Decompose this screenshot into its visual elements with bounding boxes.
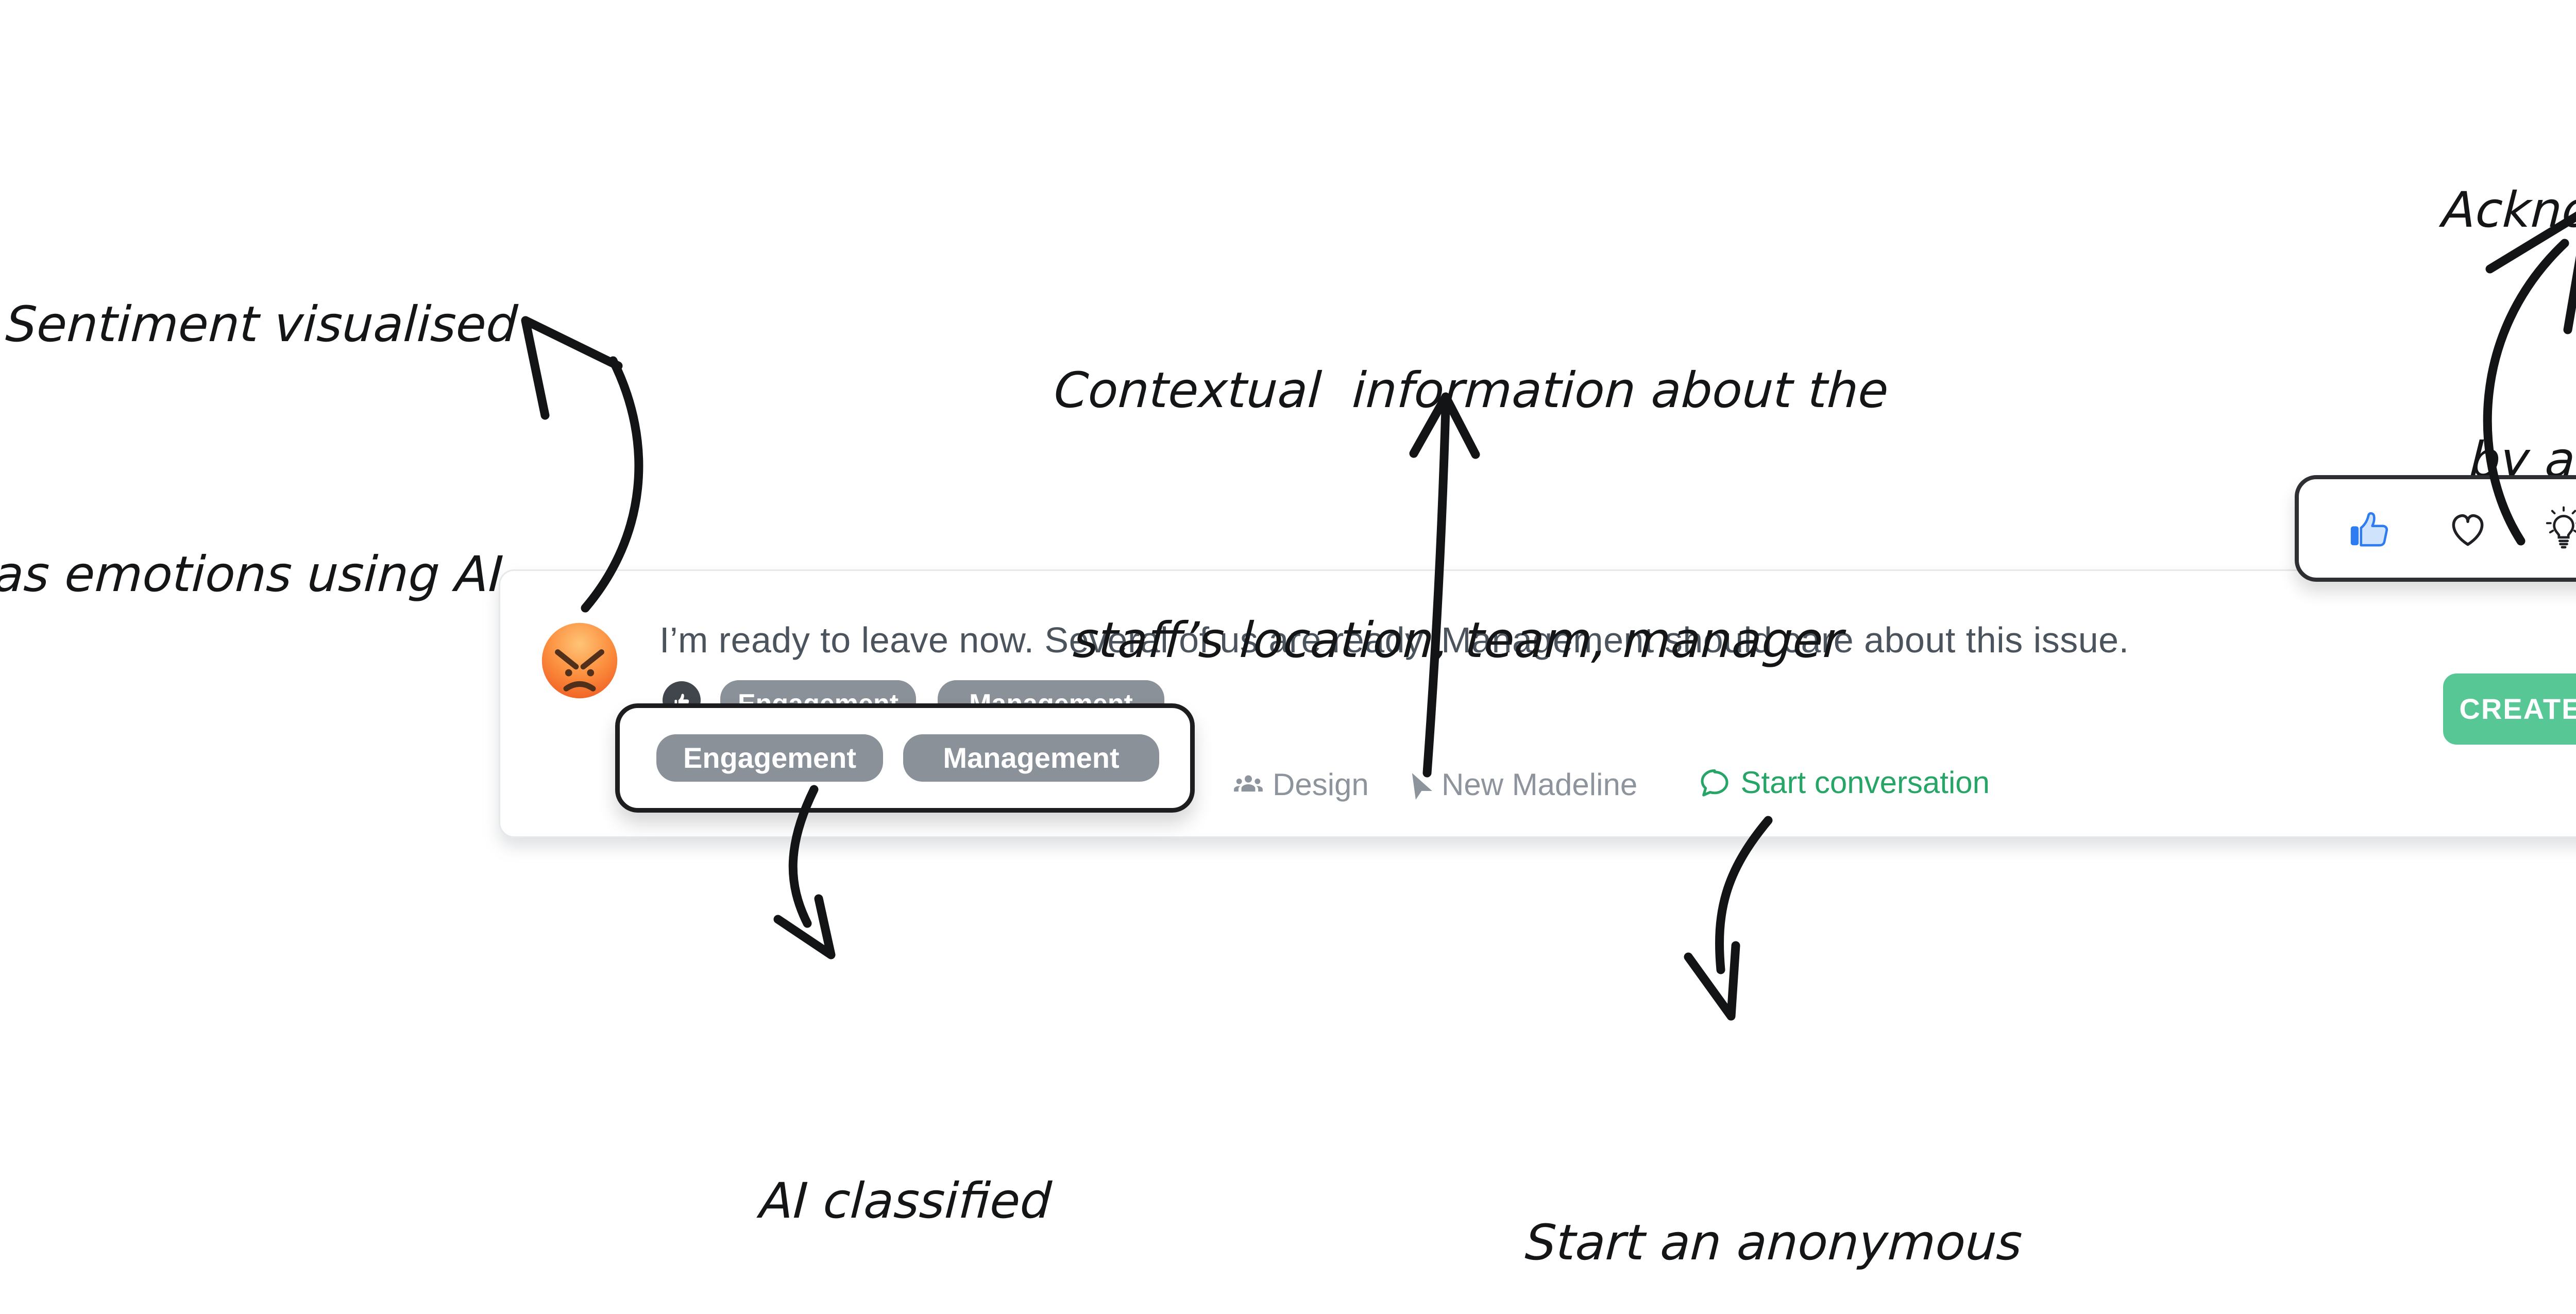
start-conversation-link[interactable]: Start conversation bbox=[1698, 765, 1990, 800]
heart-icon bbox=[2452, 514, 2484, 546]
annotation-sentiment-line2: as emotions using AI bbox=[0, 546, 505, 603]
annotation-action: Initiate Action or Identify the status o… bbox=[2455, 1137, 2576, 1314]
annotation-action-line1: Initiate Action or Identify bbox=[2478, 1304, 2576, 1314]
create-action-button[interactable]: CREATE ACTION bbox=[2443, 673, 2576, 745]
annotation-acknowledge-line1: Acknowledge feedback bbox=[2441, 182, 2576, 239]
annotation-drivers-line1: AI classified bbox=[758, 1173, 1053, 1229]
feedback-message: I’m ready to leave now. Several of us ar… bbox=[659, 620, 2129, 660]
context-location: New Madeline bbox=[1442, 767, 1638, 802]
lightbulb-icon bbox=[2546, 506, 2576, 549]
team-group-icon bbox=[1234, 775, 1263, 792]
context-team: Design bbox=[1273, 767, 1369, 802]
annotation-sentiment: Sentiment visualised as emotions using A… bbox=[0, 117, 528, 783]
reaction-thumbs-up-button[interactable] bbox=[2344, 503, 2394, 554]
popup-label-management: Management bbox=[903, 734, 1159, 782]
reaction-heart-button[interactable] bbox=[2443, 503, 2493, 554]
annotation-contextual-line2: staff’s location, team, manager bbox=[1072, 612, 1845, 669]
annotation-contextual-line1: Contextual information about the bbox=[1053, 362, 1890, 419]
thumbs-up-icon bbox=[2350, 512, 2388, 547]
annotation-conversation: Start an anonymous coversation bbox=[1501, 1035, 2033, 1314]
navigation-arrow-icon bbox=[1412, 773, 1432, 800]
annotation-drivers: AI classified driver labels bbox=[730, 993, 1069, 1314]
arrow-conversation-head bbox=[1684, 941, 1740, 1021]
popup-label-engagement: Engagement bbox=[656, 734, 883, 782]
chat-bubble-icon bbox=[1701, 769, 1728, 797]
arrow-drivers-head bbox=[773, 894, 836, 959]
reaction-toolbar bbox=[2295, 475, 2576, 582]
driver-labels-popup: Engagement Management bbox=[615, 703, 1195, 813]
annotation-sentiment-line1: Sentiment visualised bbox=[4, 296, 519, 353]
arrow-sentiment-head bbox=[521, 316, 623, 420]
reaction-lightbulb-button[interactable] bbox=[2538, 503, 2576, 554]
annotation-conversation-line1: Start an anonymous bbox=[1523, 1215, 2024, 1271]
start-conversation-label: Start conversation bbox=[1740, 765, 1990, 800]
angry-face-emoji-icon bbox=[541, 622, 618, 699]
